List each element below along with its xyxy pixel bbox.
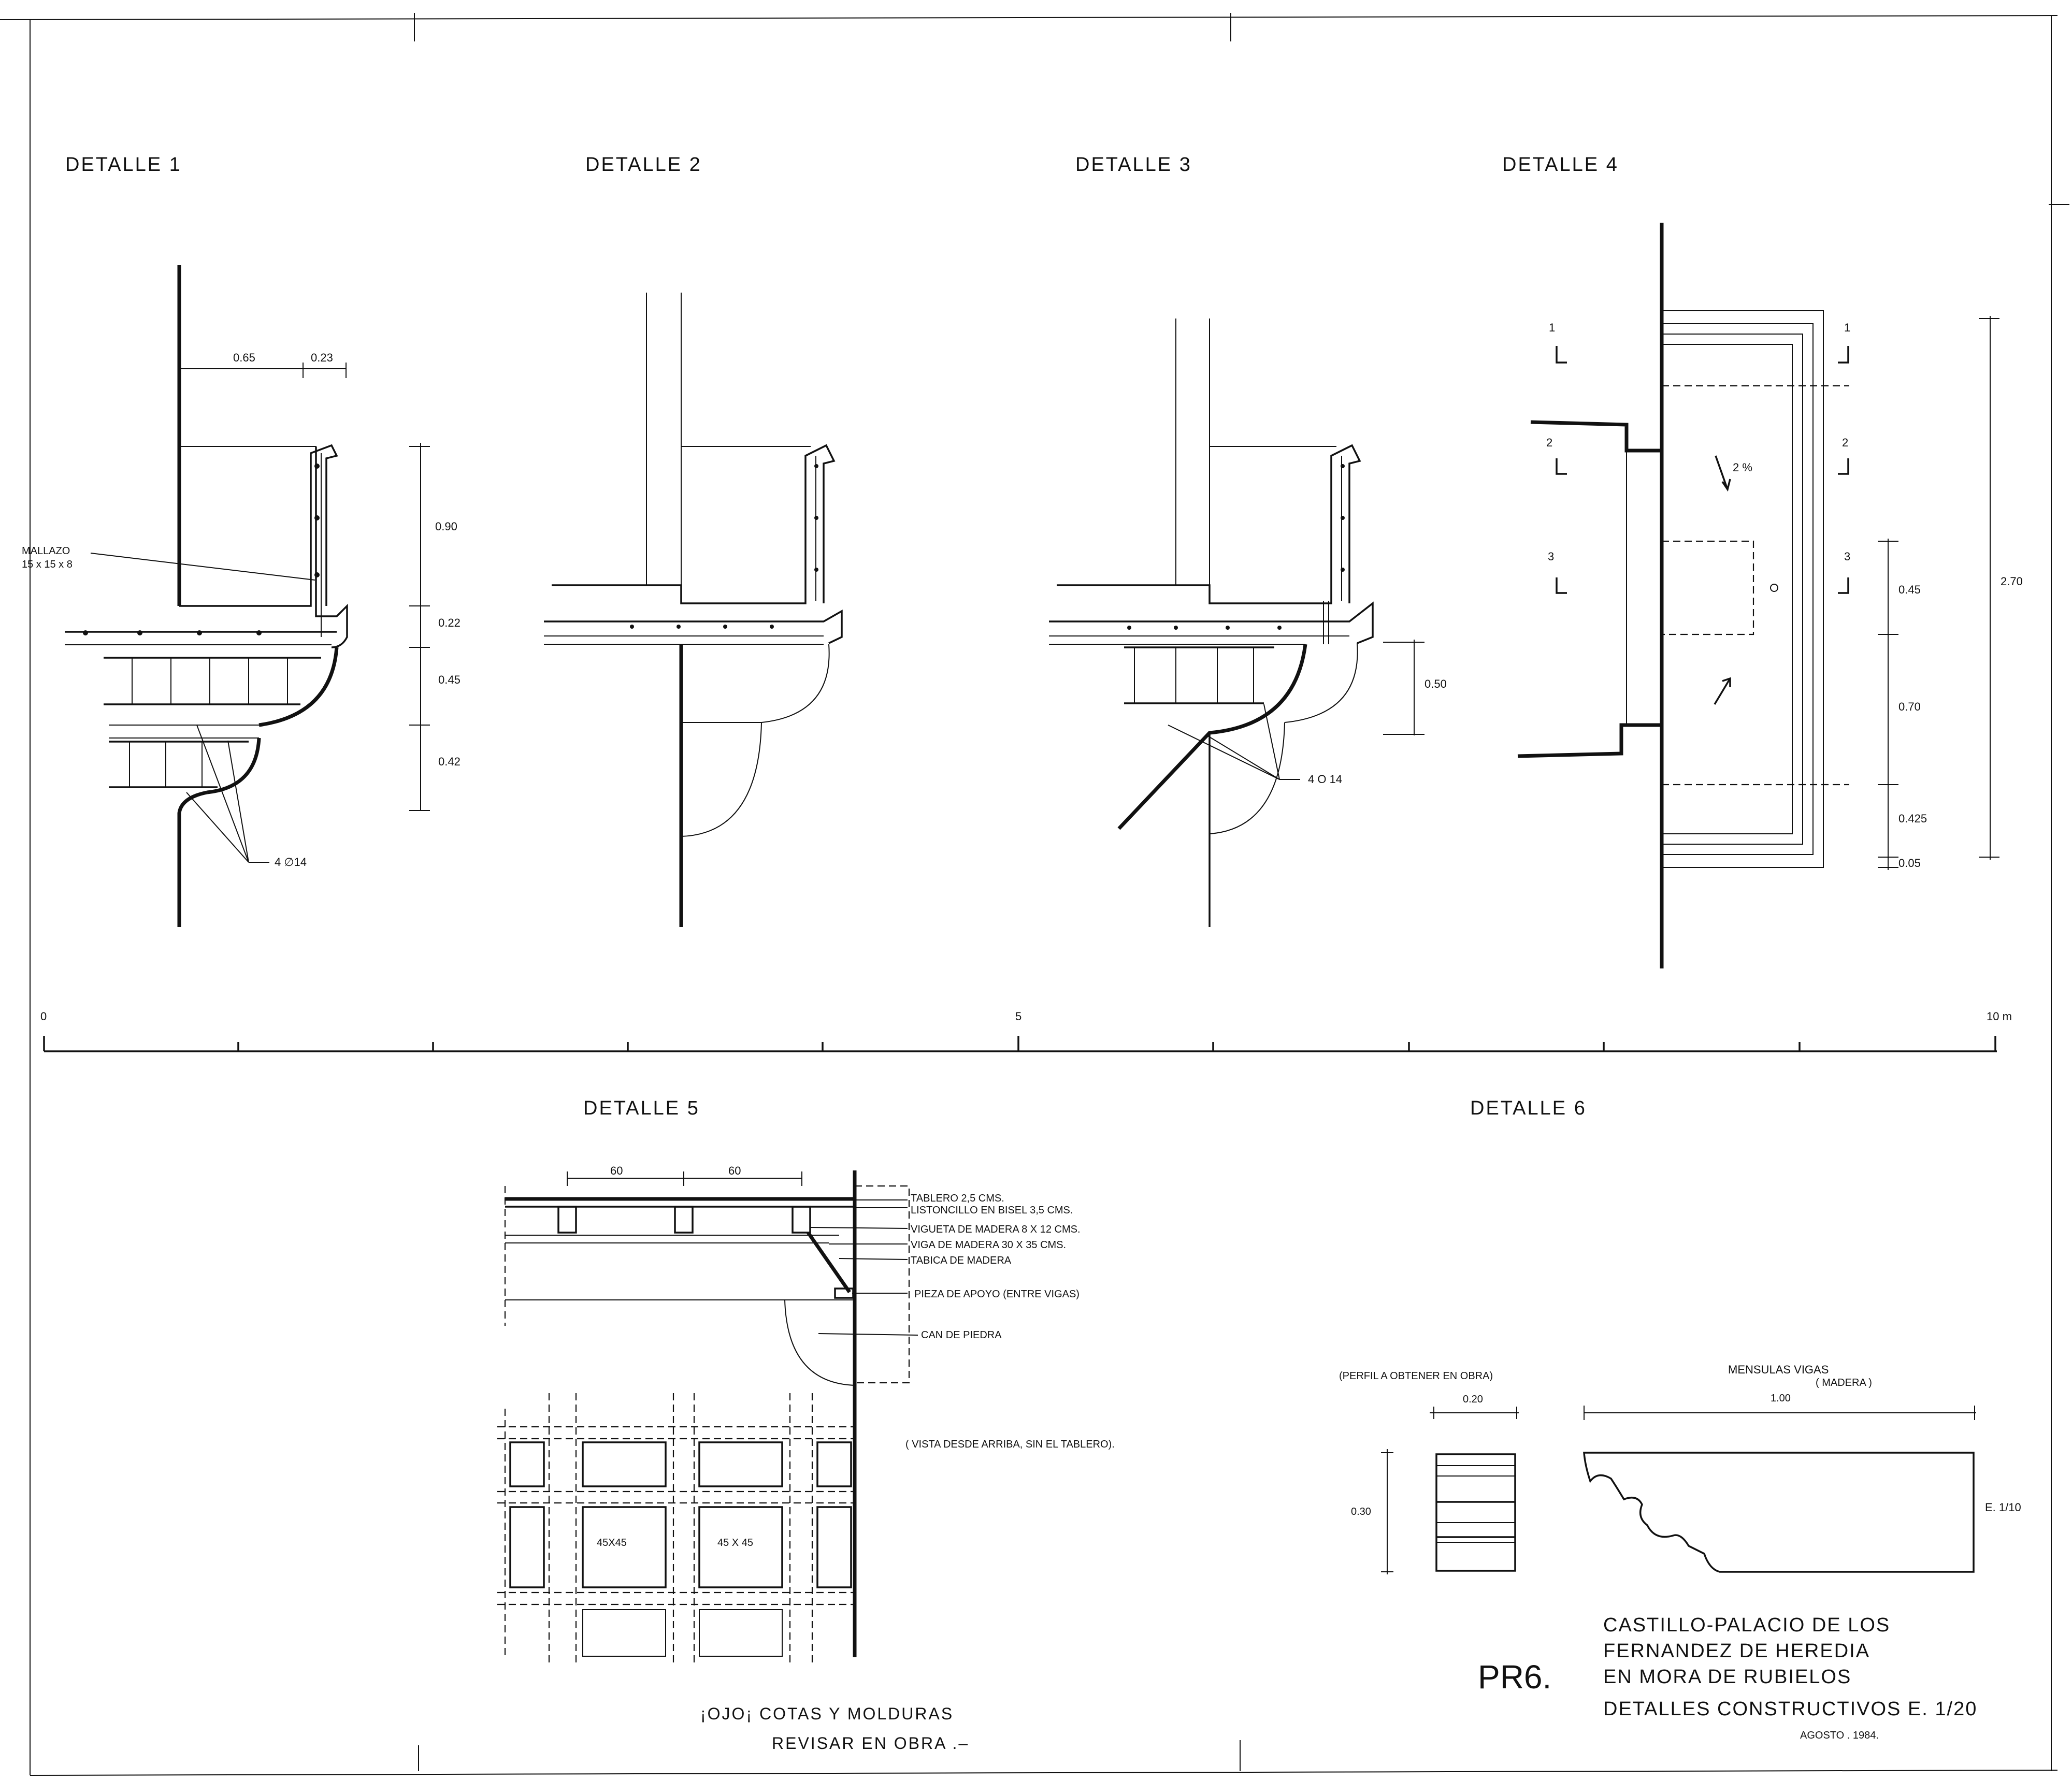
detail-1-dim-top-2: 0.23: [311, 351, 333, 364]
detail-1-dim-top-1: 0.65: [233, 351, 255, 364]
detail-4-slope: 2 %: [1733, 461, 1752, 474]
detail-4-header: DETALLE 4: [1502, 154, 1619, 176]
detail-6-mensula: [1583, 1406, 1976, 1573]
detail-1-rebar: 4 ∅14: [275, 856, 307, 869]
detail-4-dim-2: 0.70: [1898, 700, 1921, 713]
section-mark-3-left: 3: [1548, 550, 1554, 563]
sheet-code: PR6.: [1478, 1658, 1551, 1696]
scale-end: 10 m: [1987, 1010, 2012, 1023]
detail-5-label-pieza: PIEZA DE APOYO (ENTRE VIGAS): [914, 1289, 1080, 1300]
detail-5-spacing-1: 60: [610, 1164, 623, 1177]
scale-mid: 5: [1015, 1010, 1021, 1023]
detail-6-profile-height: 0.30: [1351, 1506, 1371, 1517]
title-line-1: CASTILLO-PALACIO DE LOS: [1603, 1614, 1890, 1636]
detail-1-dim-side-4: 0.42: [438, 755, 461, 768]
detail-5-plan: [497, 1393, 855, 1662]
sheet-frame: [0, 13, 2069, 1776]
detail-5-panel-2: 45 X 45: [717, 1537, 753, 1549]
detail-3-header: DETALLE 3: [1075, 154, 1192, 176]
detail-6-mensula-length: 1.00: [1771, 1393, 1791, 1404]
section-mark-1-left: 1: [1549, 321, 1555, 334]
detail-6-mensula-sub: ( MADERA ): [1816, 1377, 1872, 1388]
detail-3-rebar: 4 O 14: [1308, 773, 1342, 786]
detail-4-dim-3: 0.425: [1898, 812, 1927, 825]
detail-5-section: [504, 1170, 918, 1657]
detail-3-drawing: [1049, 319, 1424, 927]
section-mark-2-left: 2: [1546, 436, 1552, 449]
detail-4-dim-4: 0.05: [1898, 857, 1921, 870]
detail-1-dim-side-2: 0.22: [438, 616, 461, 629]
detail-5-label-listoncillo: LISTONCILLO EN BISEL 3,5 CMS.: [911, 1205, 1073, 1216]
detail-1-dim-side-3: 0.45: [438, 673, 461, 686]
sheet-date: AGOSTO . 1984.: [1800, 1730, 1879, 1741]
warning-line-1: ¡OJO¡ COTAS Y MOLDURAS: [700, 1704, 954, 1723]
detail-1-drawing: [65, 265, 430, 927]
detail-2-header: DETALLE 2: [585, 154, 702, 176]
title-line-3: EN MORA DE RUBIELOS: [1603, 1666, 1851, 1688]
detail-5-label-tablero: TABLERO 2,5 CMS.: [911, 1193, 1004, 1204]
detail-5-label-viga: VIGA DE MADERA 30 X 35 CMS.: [911, 1239, 1066, 1251]
detail-2-drawing: [544, 293, 843, 927]
detail-1-header: DETALLE 1: [65, 154, 182, 176]
section-mark-1-right: 1: [1844, 321, 1850, 334]
section-mark-3-right: 3: [1844, 550, 1850, 563]
title-line-4: DETALLES CONSTRUCTIVOS E. 1/20: [1603, 1698, 1977, 1720]
detail-5-label-vigueta: VIGUETA DE MADERA 8 X 12 CMS.: [911, 1224, 1081, 1235]
detail-6-mensula-title: MENSULAS VIGAS: [1728, 1363, 1829, 1376]
detail-1-mallazo-size: 15 x 15 x 8: [22, 559, 73, 570]
detail-5-header: DETALLE 5: [583, 1097, 700, 1119]
detail-4-dim-total: 2.70: [2001, 575, 2023, 588]
detail-1-dim-side-1: 0.90: [435, 520, 457, 533]
detail-5-label-tabica: TABICA DE MADERA: [911, 1255, 1012, 1266]
detail-6-profile-width: 0.20: [1463, 1394, 1483, 1405]
scale-start: 0: [40, 1010, 47, 1023]
section-mark-2-right: 2: [1842, 436, 1848, 449]
detail-6-header: DETALLE 6: [1470, 1097, 1587, 1119]
detail-5-spacing-2: 60: [728, 1164, 741, 1177]
detail-5-plan-note: ( VISTA DESDE ARRIBA, SIN EL TABLERO).: [905, 1439, 1115, 1450]
title-line-2: FERNANDEZ DE HEREDIA: [1603, 1640, 1870, 1662]
detail-5-label-can: CAN DE PIEDRA: [921, 1329, 1002, 1341]
scale-bar: [43, 1036, 1997, 1052]
detail-3-dim: 0.50: [1424, 677, 1447, 690]
detail-1-mallazo: MALLAZO: [22, 545, 70, 557]
detail-4-dim-1: 0.45: [1898, 583, 1921, 596]
detail-6-scale: E. 1/10: [1985, 1501, 2021, 1514]
detail-6-profile: [1381, 1407, 1519, 1574]
detail-4-drawing: [1517, 223, 1999, 968]
detail-5-panel-1: 45X45: [597, 1537, 627, 1549]
warning-line-2: REVISAR EN OBRA .–: [772, 1734, 969, 1753]
detail-6-profile-title: (PERFIL A OBTENER EN OBRA): [1339, 1370, 1493, 1382]
